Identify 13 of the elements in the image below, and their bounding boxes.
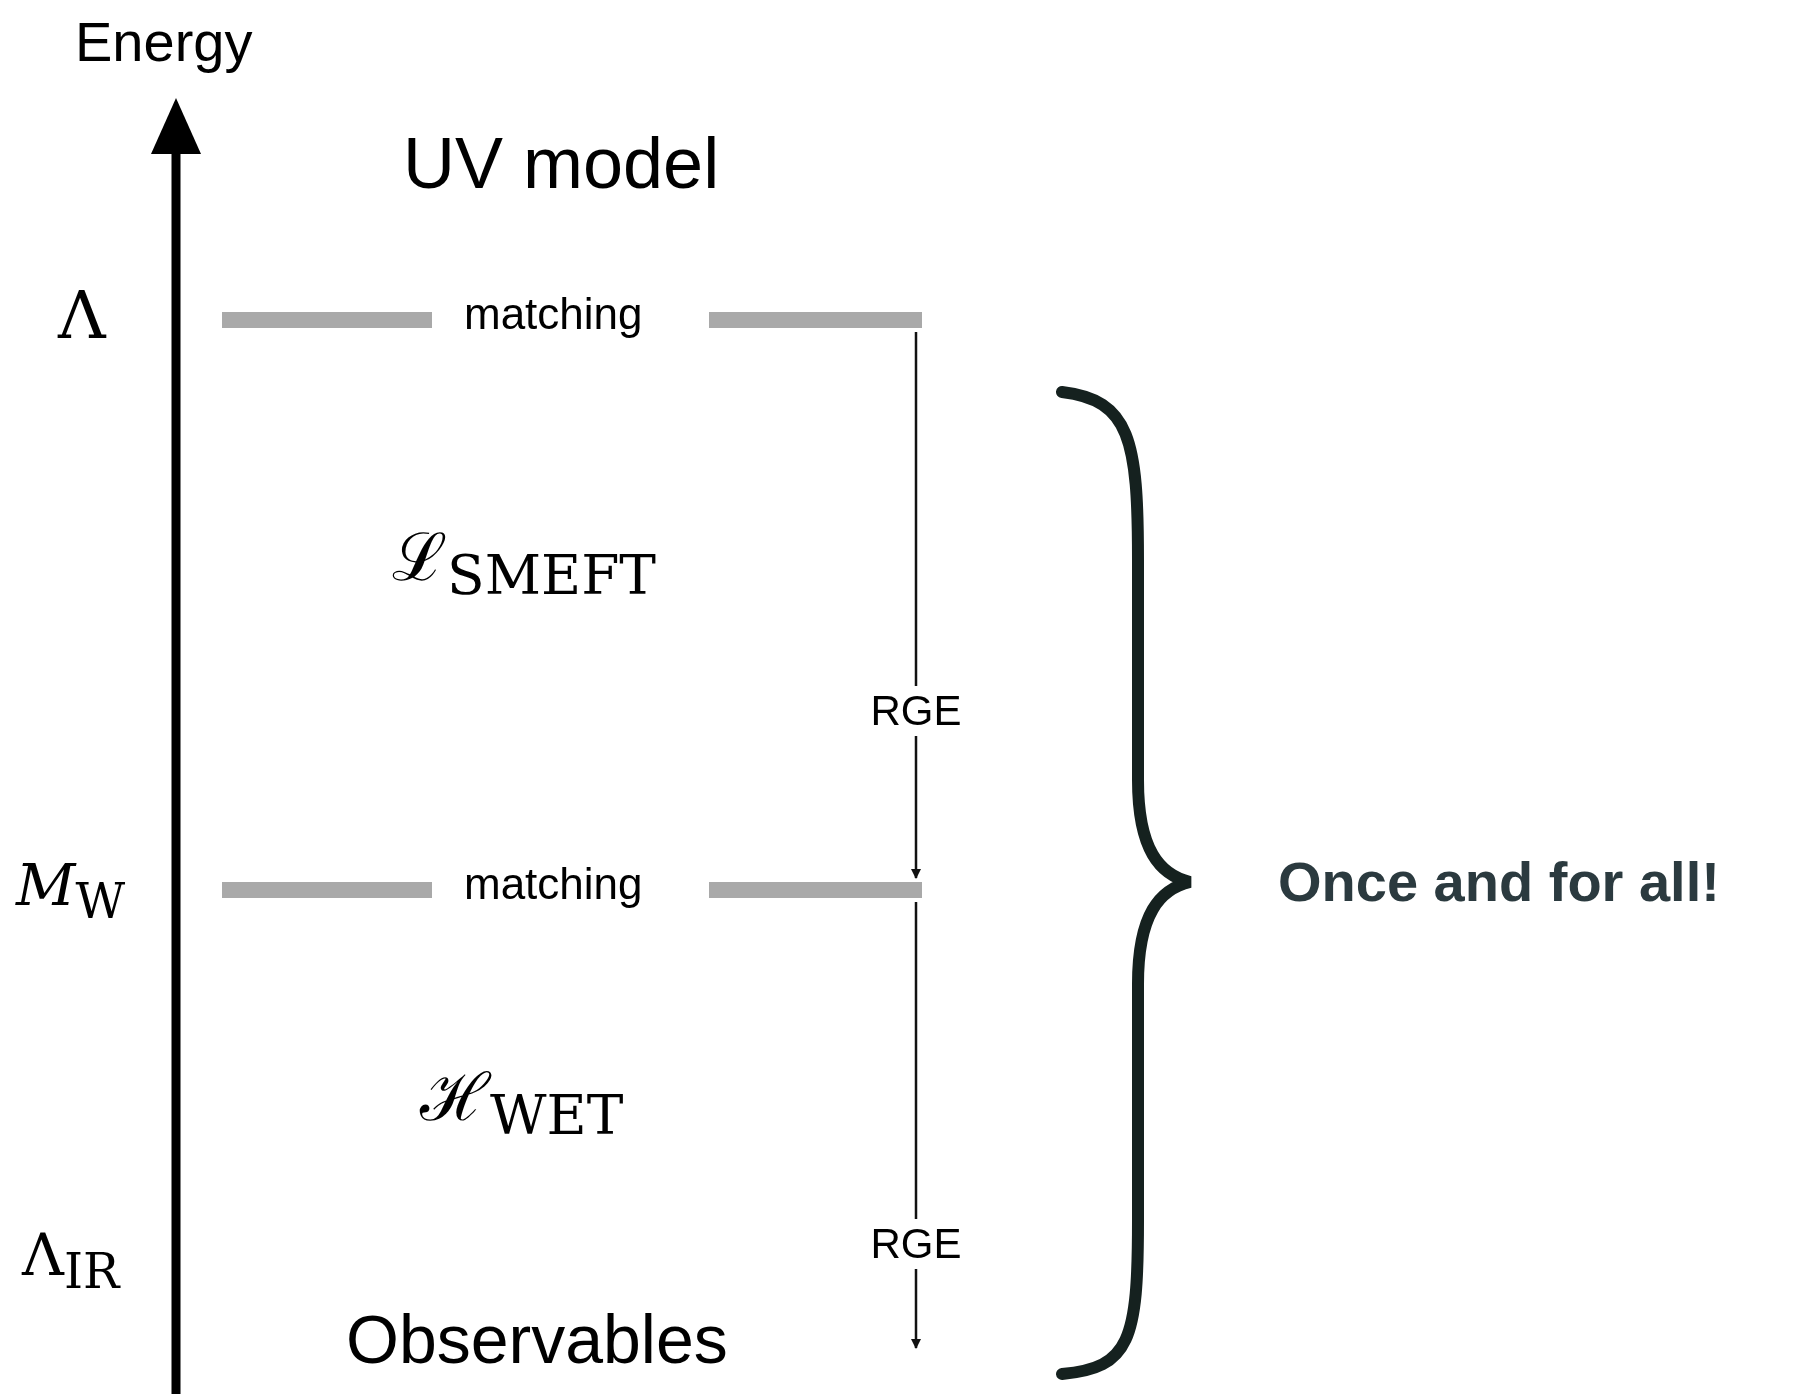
arrow	[911, 332, 921, 879]
scale-symbol: Λ$_{IR}$	[22, 1222, 120, 1300]
observables-label: Observables	[346, 1300, 728, 1379]
scale-symbol: Λ	[58, 278, 106, 354]
hamiltonian-label: ℋ$_{WET}$	[420, 1060, 624, 1148]
matching-label: matching	[464, 858, 643, 910]
note-text: Once and for all!	[1278, 850, 1720, 915]
lagrangian-label: ℒ$_{SMEFT}$	[392, 520, 656, 608]
scale-label: UV model	[403, 122, 720, 205]
matching-label: matching	[464, 288, 643, 340]
axis-label: Energy	[75, 10, 253, 75]
scale-symbol: M$_{W}$	[16, 852, 126, 930]
arrow	[911, 902, 921, 1349]
